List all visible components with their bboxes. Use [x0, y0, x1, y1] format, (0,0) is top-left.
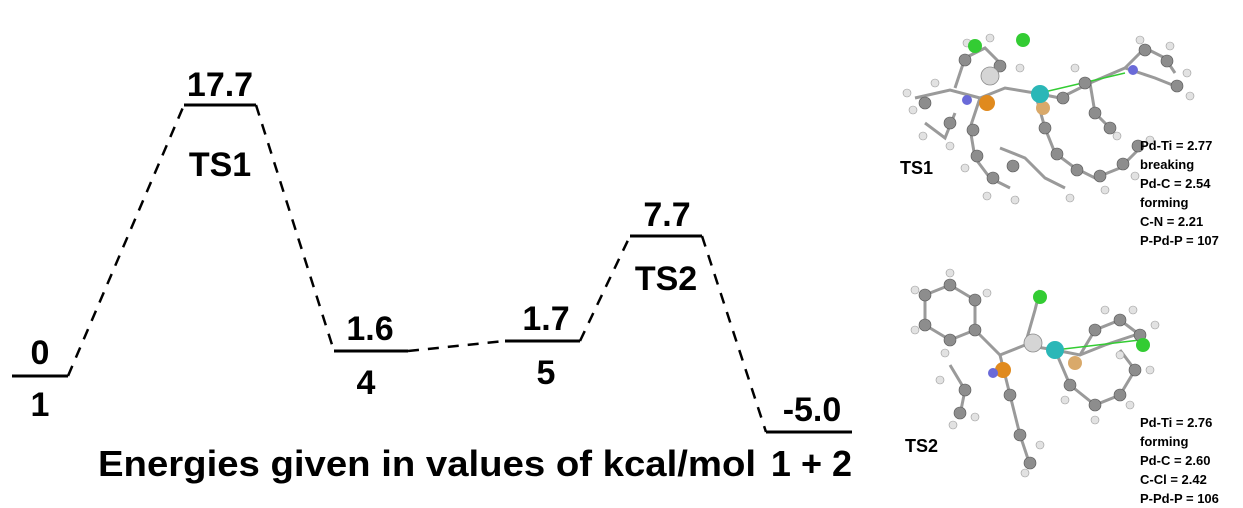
ts1-param-0: Pd-Ti = 2.77 — [1140, 138, 1213, 153]
ts1-param-5: P-Pd-P = 107 — [1140, 233, 1219, 248]
ts2-param-1: forming — [1140, 434, 1189, 449]
label-ts2: TS2 — [635, 260, 697, 298]
ts1-param-1: breaking — [1140, 157, 1195, 172]
ts2-param-2: Pd-C = 2.60 — [1140, 453, 1211, 468]
ts1-param-2: Pd-C = 2.54 — [1140, 176, 1211, 191]
energy-ts1: 17.7 — [187, 66, 253, 104]
energy-products: -5.0 — [783, 391, 842, 429]
energy-4: 1.6 — [346, 310, 393, 348]
ts1-param-3: forming — [1140, 195, 1189, 210]
label-ts1: TS1 — [189, 146, 251, 184]
label-products: 1 + 2 — [771, 443, 852, 484]
ts2-param-4: P-Pd-P = 106 — [1140, 491, 1219, 506]
ts2-structure-label: TS2 — [905, 436, 939, 456]
connector-4-5 — [407, 339, 506, 353]
connector-1-ts1 — [66, 104, 186, 377]
ts1-parameters: Pd-Ti = 2.77 breaking Pd-C = 2.54 formin… — [1140, 136, 1219, 250]
ts2-structure-image — [910, 268, 1160, 478]
ts1-structure-label: TS1 — [900, 158, 934, 178]
ts2-parameters: Pd-Ti = 2.76 forming Pd-C = 2.60 C-Cl = … — [1140, 413, 1219, 508]
units-caption: Energies given in values of kcal/mol — [98, 443, 756, 484]
energy-1: 0 — [31, 334, 50, 372]
ts2-param-0: Pd-Ti = 2.76 — [1140, 415, 1213, 430]
label-4: 4 — [357, 364, 376, 402]
label-1: 1 — [31, 386, 50, 424]
connector-ts1-4 — [254, 104, 336, 352]
connector-5-ts2 — [578, 235, 632, 342]
ts1-structure-image — [902, 33, 1195, 205]
label-5: 5 — [537, 354, 556, 392]
ts2-param-3: C-Cl = 2.42 — [1140, 472, 1207, 487]
connector-ts2-products — [700, 235, 768, 433]
ts1-param-4: C-N = 2.21 — [1140, 214, 1204, 229]
energy-ts2: 7.7 — [643, 196, 690, 234]
energy-5: 1.7 — [522, 300, 569, 338]
